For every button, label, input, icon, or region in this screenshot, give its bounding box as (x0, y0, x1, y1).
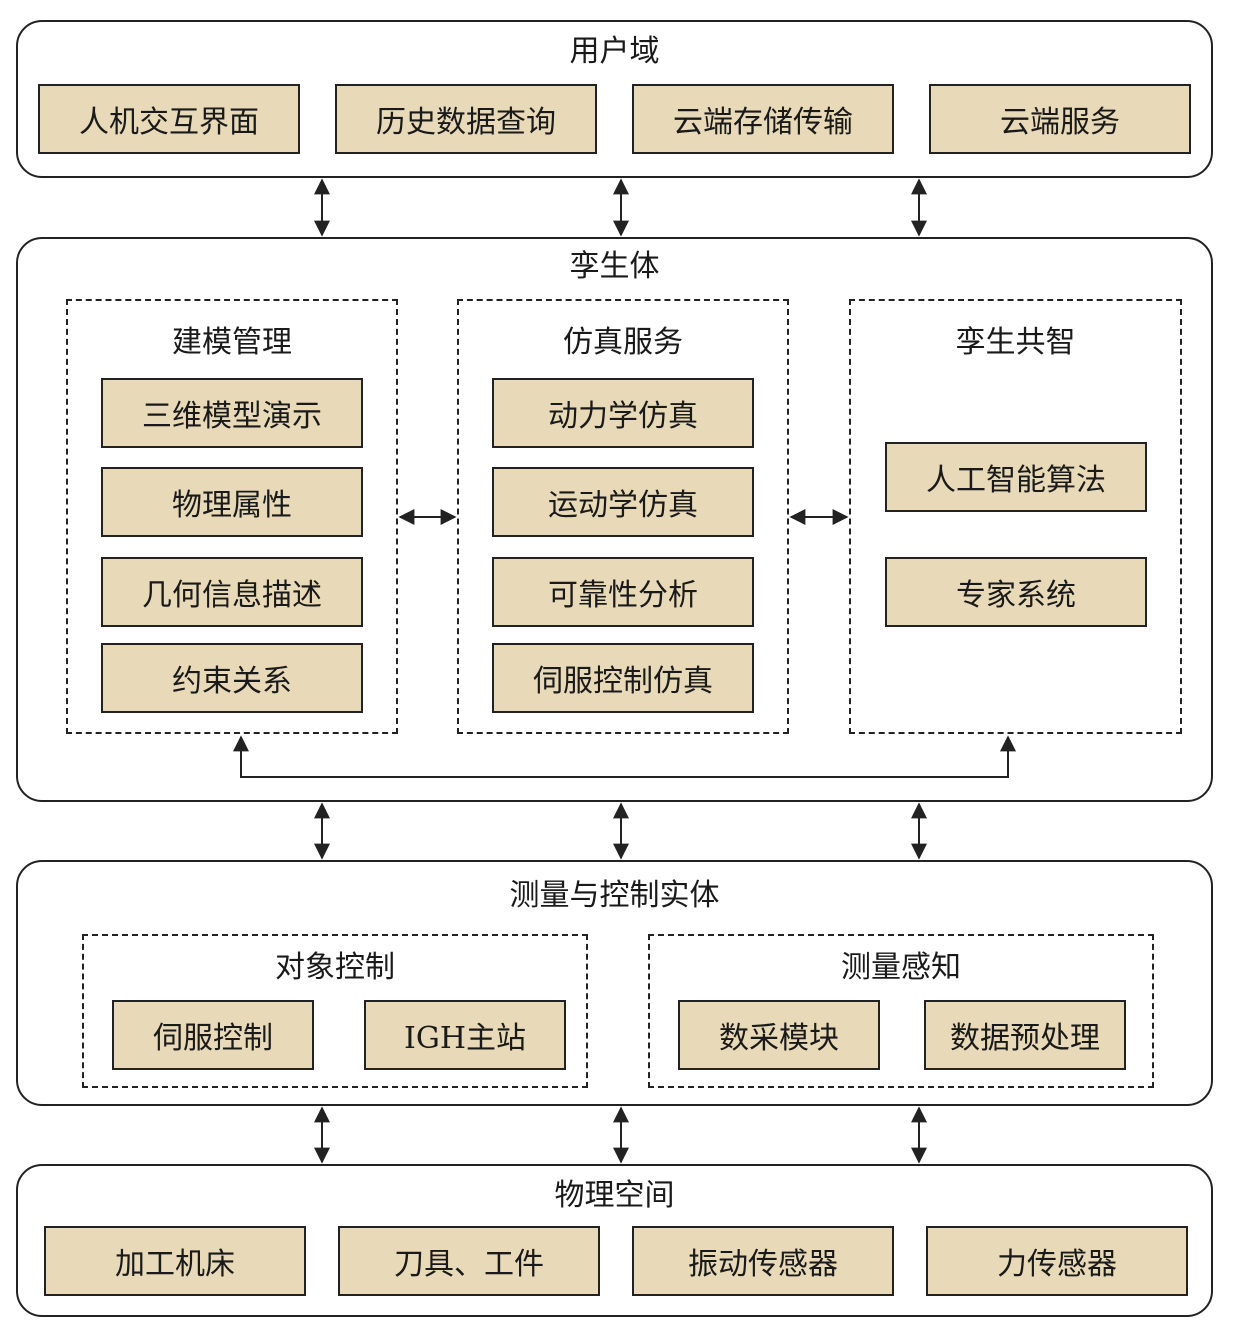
simulation-item: 动力学仿真 (492, 378, 754, 448)
object-control-item: 伺服控制 (112, 1000, 314, 1070)
physical-item: 振动传感器 (632, 1226, 894, 1296)
physical-item: 力传感器 (926, 1226, 1188, 1296)
intelligence-item: 专家系统 (885, 557, 1147, 627)
physical-title: 物理空间 (554, 1178, 675, 1213)
user-domain-item: 历史数据查询 (335, 84, 597, 154)
intelligence-item: 人工智能算法 (885, 442, 1147, 512)
user-domain-item: 云端存储传输 (632, 84, 894, 154)
physical-item: 加工机床 (44, 1226, 306, 1296)
measure-control-title: 测量与控制实体 (509, 878, 720, 913)
user-domain-item: 云端服务 (929, 84, 1191, 154)
sensing-item: 数据预处理 (924, 1000, 1126, 1070)
modeling-item: 几何信息描述 (101, 557, 363, 627)
simulation-item: 运动学仿真 (492, 467, 754, 537)
sensing-item: 数采模块 (678, 1000, 880, 1070)
object-control-title: 对象控制 (275, 950, 395, 985)
modeling-group: 建模管理 (66, 299, 398, 734)
user-domain-item: 人机交互界面 (38, 84, 300, 154)
modeling-title: 建模管理 (172, 325, 292, 360)
user-domain-title: 用户域 (569, 34, 660, 69)
object-control-group: 对象控制 (82, 934, 588, 1088)
twin-title: 孪生体 (569, 249, 660, 284)
modeling-item: 三维模型演示 (101, 378, 363, 448)
simulation-item: 可靠性分析 (492, 557, 754, 627)
simulation-item: 伺服控制仿真 (492, 643, 754, 713)
sensing-title: 测量感知 (841, 950, 961, 985)
physical-item: 刀具、工件 (338, 1226, 600, 1296)
intelligence-group: 孪生共智 (849, 299, 1182, 734)
simulation-group: 仿真服务 (457, 299, 789, 734)
modeling-item: 物理属性 (101, 467, 363, 537)
modeling-item: 约束关系 (101, 643, 363, 713)
sensing-group: 测量感知 (648, 934, 1154, 1088)
simulation-title: 仿真服务 (563, 325, 683, 360)
intelligence-title: 孪生共智 (955, 325, 1076, 360)
object-control-item: IGH主站 (364, 1000, 566, 1070)
